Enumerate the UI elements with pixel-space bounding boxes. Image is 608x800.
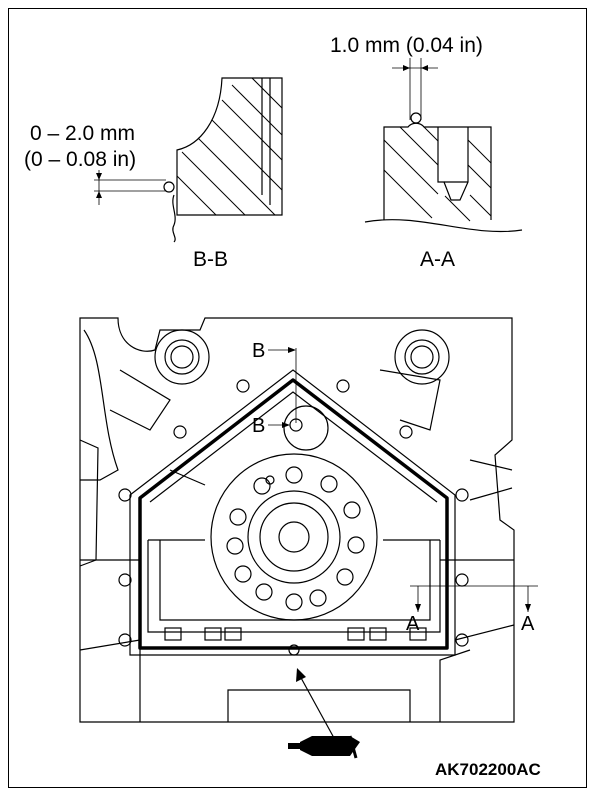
- detail-aa: 1.0 mm (0.04 in) A-A: [330, 34, 523, 271]
- flange-holes: [226, 466, 365, 611]
- section-a-label-left: A: [406, 613, 420, 635]
- sealant-tube-icon: [288, 735, 360, 759]
- aa-dimension: 1.0 mm (0.04 in): [330, 34, 483, 57]
- section-b-label-top: B: [252, 340, 265, 362]
- bb-dimension-in: (0 – 0.08 in): [24, 148, 136, 171]
- section-a-label-right: A: [521, 613, 535, 635]
- pan-bolts: [164, 627, 427, 641]
- bb-dimension-mm: 0 – 2.0 mm: [30, 122, 135, 145]
- figure-code: AK702200AC: [435, 760, 541, 779]
- figure-frame: [8, 8, 587, 788]
- section-b-label-bottom: B: [252, 415, 265, 437]
- aa-caption: A-A: [420, 248, 455, 271]
- main-view: B B A A: [79, 317, 538, 739]
- bb-caption: B-B: [193, 248, 228, 271]
- detail-bb: 0 – 2.0 mm (0 – 0.08 in) B-B: [24, 77, 283, 271]
